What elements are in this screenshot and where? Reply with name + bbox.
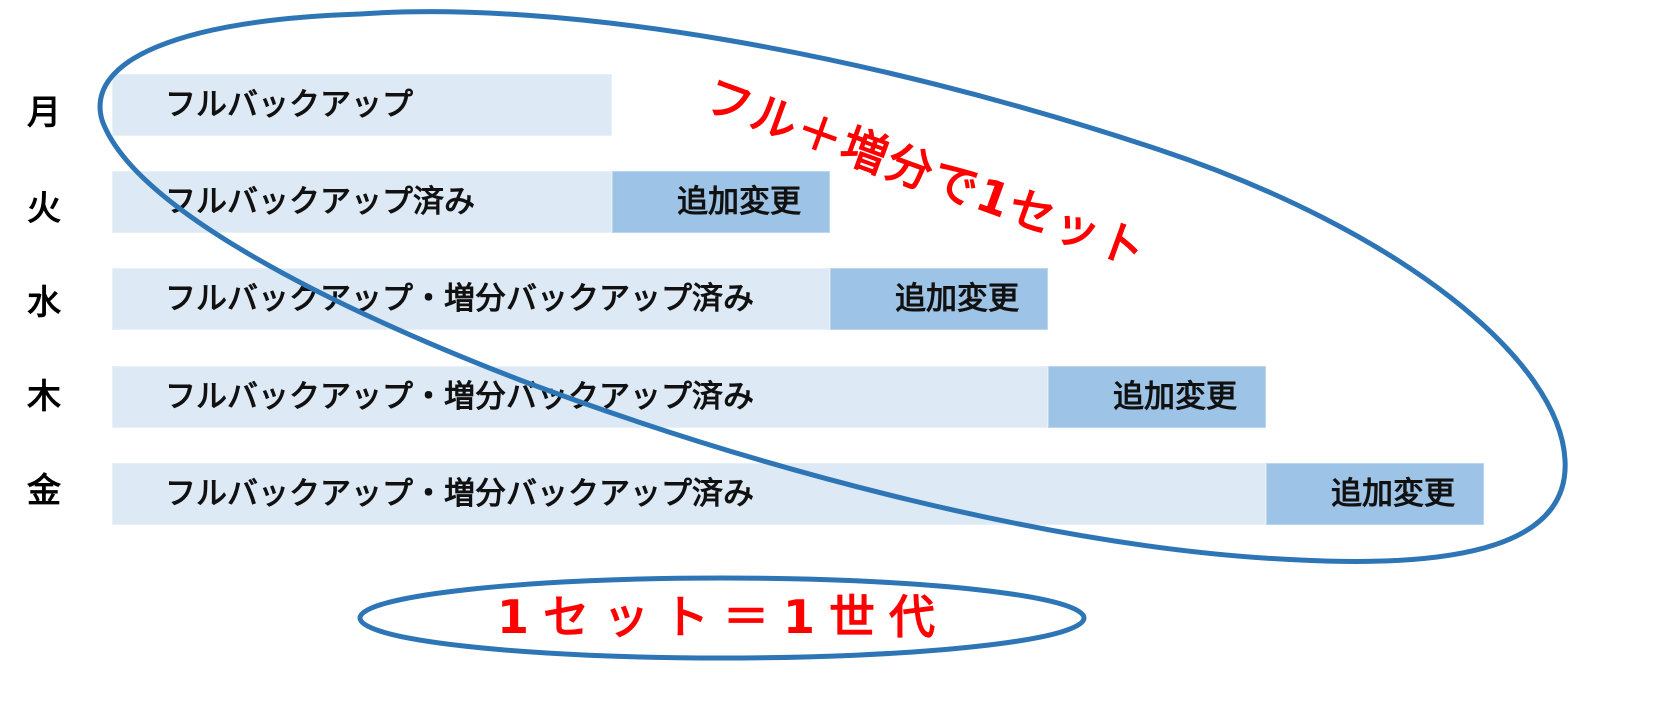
full-backup-bar-mon: フルバックアップ — [112, 74, 612, 136]
incremental-bar-wed: 追加変更 — [830, 268, 1048, 330]
backed-up-bar-label: フルバックアップ・増分バックアップ済み — [165, 476, 754, 512]
full-backup-bar-label: フルバックアップ — [165, 87, 413, 123]
backed-up-bar-label: フルバックアップ済み — [165, 184, 475, 220]
incremental-bar-label: 追加変更 — [1331, 476, 1455, 512]
generation-annotation: 1セット＝1世代 — [496, 590, 949, 644]
backed-up-bar-fri: フルバックアップ・増分バックアップ済み — [112, 463, 1266, 525]
backed-up-bar-wed: フルバックアップ・増分バックアップ済み — [112, 268, 830, 330]
backed-up-bar-tue: フルバックアップ済み — [112, 171, 612, 233]
incremental-bar-label: 追加変更 — [895, 281, 1019, 317]
incremental-bar-thu: 追加変更 — [1048, 366, 1266, 428]
day-label-mon: 月 — [27, 93, 61, 133]
incremental-bar-label: 追加変更 — [677, 184, 801, 220]
incremental-bar-tue: 追加変更 — [612, 171, 830, 233]
day-label-fri: 金 — [27, 471, 61, 511]
backed-up-bar-label: フルバックアップ・増分バックアップ済み — [165, 379, 754, 415]
incremental-bar-fri: 追加変更 — [1266, 463, 1484, 525]
day-label-tue: 火 — [27, 189, 61, 229]
day-label-wed: 水 — [27, 283, 61, 323]
backed-up-bar-thu: フルバックアップ・増分バックアップ済み — [112, 366, 1048, 428]
incremental-bar-label: 追加変更 — [1113, 379, 1237, 415]
day-label-thu: 木 — [27, 377, 61, 417]
backed-up-bar-label: フルバックアップ・増分バックアップ済み — [165, 281, 754, 317]
